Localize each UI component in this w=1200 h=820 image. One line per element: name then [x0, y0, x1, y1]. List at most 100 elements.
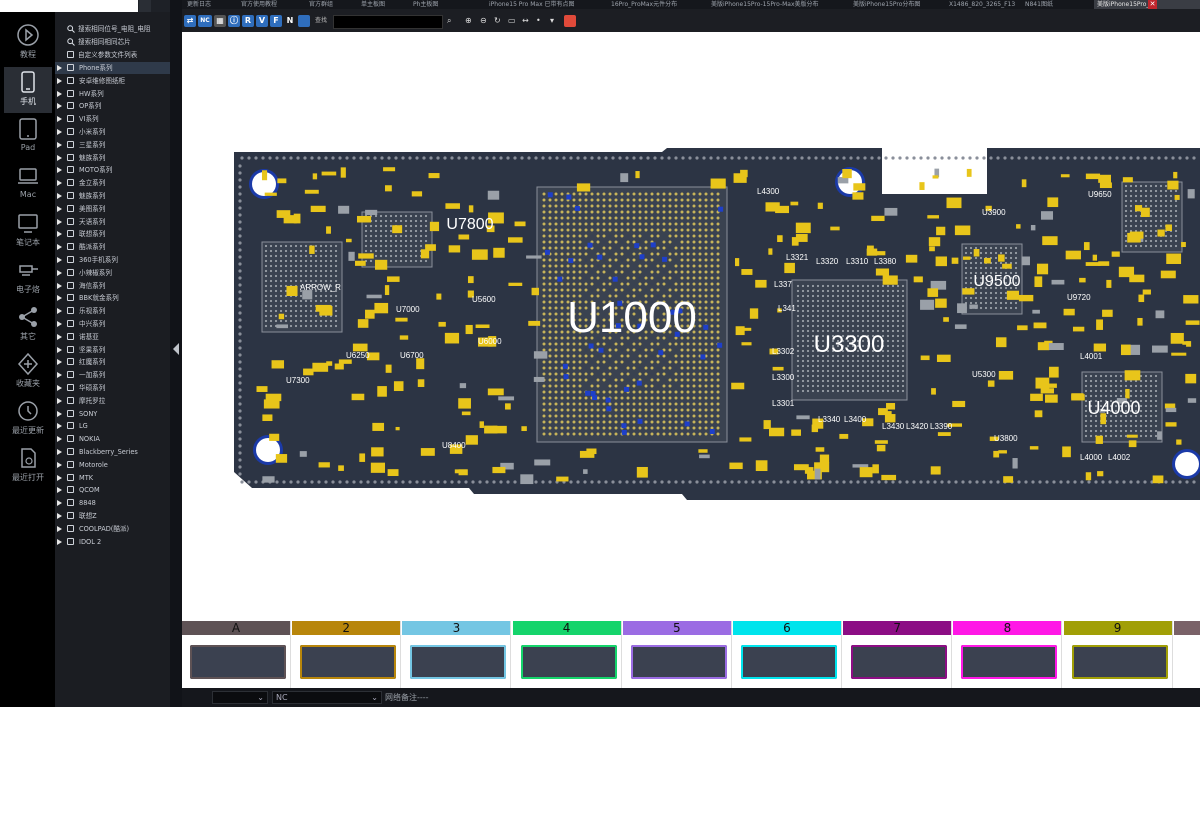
tab-document[interactable]: X1486_820_3265_F13: [946, 0, 1020, 9]
tree-item[interactable]: 华硕系列: [55, 382, 170, 394]
expand-arrow-icon[interactable]: [57, 103, 62, 110]
expand-arrow-icon[interactable]: [57, 180, 62, 187]
tree-item[interactable]: 中兴系列: [55, 318, 170, 330]
tree-item[interactable]: OP系列: [55, 100, 170, 112]
rail-item-tutorial[interactable]: 教程: [4, 20, 52, 66]
dropdown-icon[interactable]: ▾: [550, 16, 555, 25]
expand-arrow-icon[interactable]: [57, 77, 62, 84]
layer-thumbnail[interactable]: 6: [733, 621, 842, 688]
layer-thumbnail[interactable]: [1173, 621, 1200, 688]
tab-document[interactable]: iPhone15 Pro Max 已带有点图: [486, 0, 606, 9]
tree-item[interactable]: 摩托罗拉: [55, 395, 170, 407]
expand-arrow-icon[interactable]: [57, 282, 62, 289]
tree-item[interactable]: MOTO系列: [55, 164, 170, 176]
fit-icon[interactable]: ▭: [508, 16, 516, 25]
tree-item[interactable]: 小辣椒系列: [55, 267, 170, 279]
tree-item[interactable]: MTK: [55, 472, 170, 484]
tab-document[interactable]: 单主板图: [358, 0, 408, 9]
layers-icon[interactable]: ▦: [214, 15, 226, 27]
r-toggle[interactable]: R: [242, 15, 254, 27]
tab-document[interactable]: N841图纸: [1022, 0, 1092, 9]
layer-thumbnail[interactable]: A: [182, 621, 291, 688]
tab-document[interactable]: 官方群组: [306, 0, 356, 9]
rail-item-phone[interactable]: 手机: [4, 67, 52, 113]
tree-item[interactable]: BBK就金系列: [55, 292, 170, 304]
expand-arrow-icon[interactable]: [57, 65, 62, 71]
tree-item[interactable]: 魅族系列: [55, 152, 170, 164]
expand-arrow-icon[interactable]: [57, 295, 62, 302]
tree-item[interactable]: Phone系列: [55, 62, 170, 74]
tree-item[interactable]: SONY: [55, 408, 170, 420]
expand-arrow-icon[interactable]: [57, 397, 62, 404]
search-icon[interactable]: ⌕: [447, 16, 452, 25]
layer-thumbnail[interactable]: 9: [1063, 621, 1173, 688]
tree-item[interactable]: 小米系列: [55, 126, 170, 138]
tree-item[interactable]: 金立系列: [55, 177, 170, 189]
tree-item[interactable]: 诺基亚: [55, 331, 170, 343]
layer-select[interactable]: ⌄: [212, 691, 268, 704]
expand-arrow-icon[interactable]: [57, 474, 62, 481]
refresh-icon[interactable]: ↻: [494, 16, 501, 25]
tree-item[interactable]: 联想系列: [55, 228, 170, 240]
tree-item[interactable]: 天语系列: [55, 216, 170, 228]
expand-arrow-icon[interactable]: [57, 461, 62, 468]
expand-arrow-icon[interactable]: [57, 129, 62, 135]
n-toggle[interactable]: N: [286, 16, 294, 25]
tab-document[interactable]: 16Pro_ProMax元件分布: [608, 0, 706, 9]
tree-custom-params[interactable]: 自定义参数文件列表: [55, 49, 170, 61]
tab-document[interactable]: 官方使用教程: [238, 0, 304, 9]
flip-icon[interactable]: ↔: [522, 16, 529, 25]
layer-thumbnail[interactable]: 4: [512, 621, 622, 688]
expand-arrow-icon[interactable]: [57, 525, 62, 532]
expand-arrow-icon[interactable]: [57, 385, 62, 391]
dot-icon[interactable]: •: [536, 16, 541, 25]
expand-arrow-icon[interactable]: [57, 116, 62, 123]
tree-item[interactable]: Motorole: [55, 459, 170, 471]
expand-arrow-icon[interactable]: [57, 346, 62, 353]
tree-item[interactable]: 坚果系列: [55, 344, 170, 356]
route-icon[interactable]: ⇄: [184, 15, 196, 27]
f-toggle[interactable]: F: [270, 15, 282, 27]
part-search-input[interactable]: [333, 15, 443, 29]
tree-item[interactable]: 360手机系列: [55, 254, 170, 266]
expand-arrow-icon[interactable]: [57, 436, 62, 443]
tree-item[interactable]: 红魔系列: [55, 356, 170, 368]
tree-item[interactable]: VI系列: [55, 113, 170, 125]
expand-arrow-icon[interactable]: [57, 193, 62, 199]
expand-arrow-icon[interactable]: [57, 154, 62, 161]
expand-arrow-icon[interactable]: [57, 257, 62, 263]
expand-arrow-icon[interactable]: [57, 500, 62, 507]
tree-item[interactable]: 联想Z: [55, 510, 170, 522]
tree-item[interactable]: 一加系列: [55, 369, 170, 381]
info-icon[interactable]: ⓘ: [228, 15, 240, 27]
rail-item-notebook[interactable]: 笔记本: [4, 208, 52, 254]
expand-arrow-icon[interactable]: [57, 90, 62, 97]
tree-item[interactable]: IDOL 2: [55, 536, 170, 548]
expand-arrow-icon[interactable]: [57, 231, 62, 238]
color-toggle[interactable]: [298, 15, 310, 27]
expand-arrow-icon[interactable]: [57, 372, 62, 379]
tree-search-same-pin[interactable]: 搜索相同位号_电阻_电阻: [55, 23, 170, 35]
layer-thumbnail[interactable]: 5: [622, 621, 732, 688]
rail-item-recent-open[interactable]: 最近打开: [4, 443, 52, 489]
zoom-in-icon[interactable]: ⊕: [465, 16, 472, 25]
tree-item[interactable]: LG: [55, 420, 170, 432]
expand-arrow-icon[interactable]: [57, 410, 62, 417]
tab-document[interactable]: Ph主板图: [410, 0, 484, 9]
rail-item-recent-updates[interactable]: 最近更新: [4, 396, 52, 442]
close-icon[interactable]: ✕: [1148, 0, 1157, 9]
expand-arrow-icon[interactable]: [57, 333, 62, 340]
rail-item-favorites[interactable]: 收藏夹: [4, 349, 52, 395]
expand-arrow-icon[interactable]: [57, 167, 62, 174]
tree-search-input[interactable]: [0, 0, 138, 12]
layer-thumbnail[interactable]: 7: [843, 621, 953, 688]
tree-item[interactable]: HW系列: [55, 88, 170, 100]
layer-thumbnail[interactable]: 2: [292, 621, 402, 688]
color-palette-icon[interactable]: [564, 15, 576, 27]
expand-arrow-icon[interactable]: [57, 538, 62, 545]
tree-search-same-chip[interactable]: 搜索相同相同芯片: [55, 36, 170, 48]
tree-item[interactable]: 魅族系列: [55, 190, 170, 202]
layer-thumbnail[interactable]: 8: [953, 621, 1063, 688]
